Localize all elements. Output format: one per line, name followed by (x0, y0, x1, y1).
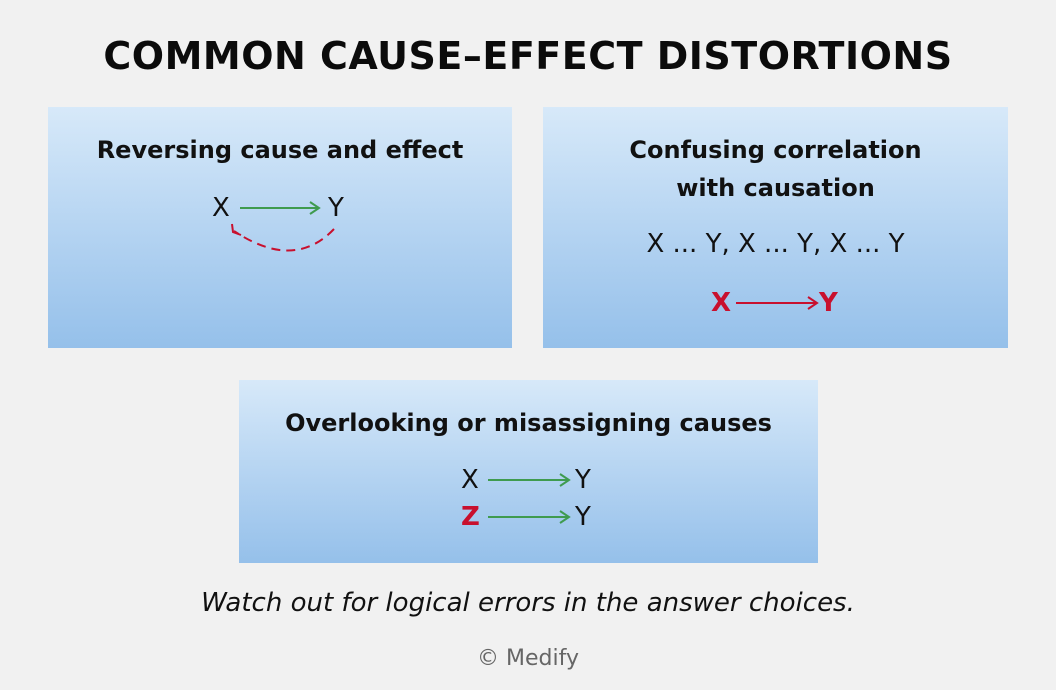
cause-label-z: Z (461, 502, 480, 532)
effect-label-y: Y (575, 502, 591, 532)
page-title: COMMON CAUSE–EFFECT DISTORTIONS (103, 34, 953, 78)
note-text: Watch out for logical errors in the answ… (201, 588, 855, 618)
x-label: X (212, 193, 230, 223)
panel-correlation-causation: Confusing correlation with causation X .… (543, 107, 1008, 348)
y-label: Y (328, 193, 344, 223)
panel-misassigning-causes: Overlooking or misassigning causes X Y Z… (239, 380, 818, 563)
panel-title-line2: with causation (676, 174, 875, 202)
cause-label-x: X (461, 465, 479, 495)
causal-arrow-icon (736, 296, 819, 310)
copyright-credit: © Medify (477, 646, 579, 671)
panel-reversing-cause-effect: Reversing cause and effect X Y (48, 107, 512, 348)
arrow-icon (488, 510, 571, 524)
panel-title-line1: Confusing correlation (629, 136, 922, 164)
panel-title: Overlooking or misassigning causes (285, 409, 772, 437)
reverse-arrows-icon (231, 201, 335, 252)
x-label: X (711, 288, 732, 318)
correlation-text: X ... Y, X ... Y, X ... Y (646, 229, 905, 259)
arrow-icon (488, 473, 571, 487)
panel-title: Reversing cause and effect (96, 136, 464, 164)
y-label: Y (819, 288, 838, 318)
effect-label-y: Y (575, 465, 591, 495)
